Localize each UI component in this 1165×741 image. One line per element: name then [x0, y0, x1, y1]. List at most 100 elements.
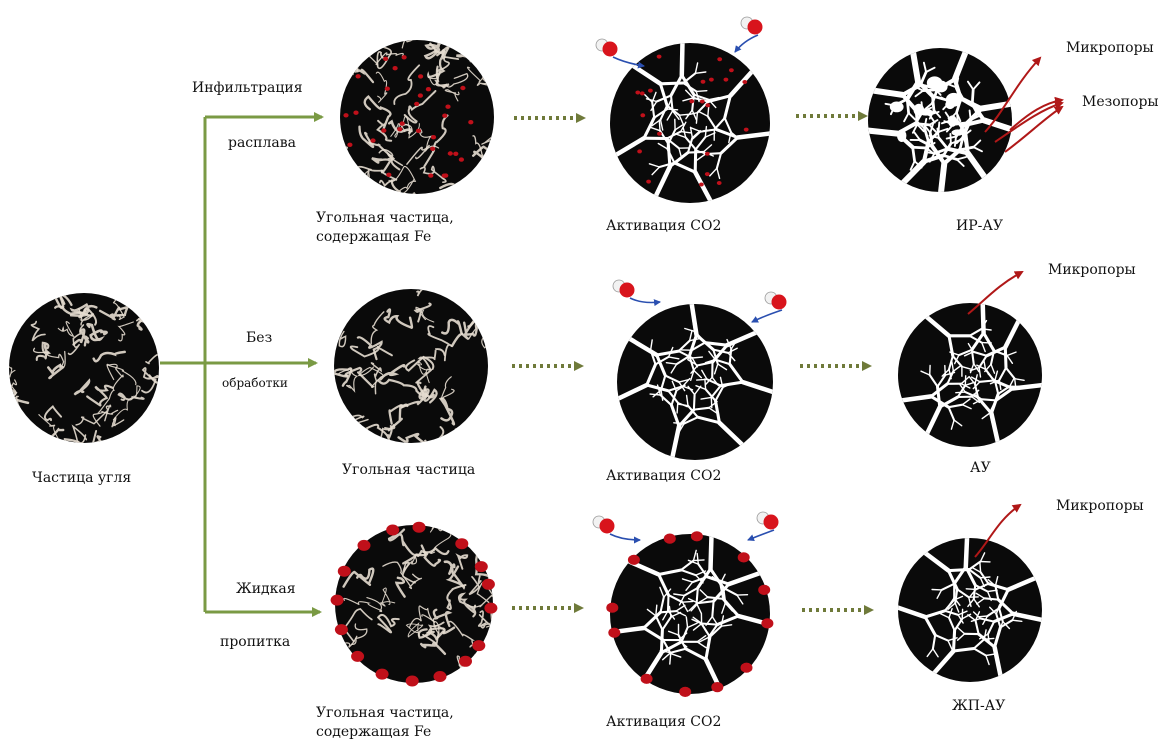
iron-particle — [397, 127, 402, 131]
iron-particle — [430, 147, 435, 151]
molecule-row1-right — [735, 17, 763, 52]
iron-particle — [442, 174, 447, 178]
iron-particle — [758, 585, 770, 595]
iron-particle — [709, 78, 714, 82]
iron-particle — [400, 121, 405, 125]
label-plain-particle: Угольная частица — [342, 462, 475, 479]
iron-particle — [482, 579, 495, 590]
fe-coal-particle-liquid — [331, 516, 514, 717]
label-activation-2: Активация СО2 — [606, 468, 721, 485]
iron-particle — [738, 552, 750, 562]
iron-particle — [448, 151, 453, 155]
iron-particle — [701, 80, 706, 84]
iron-particle — [414, 102, 419, 106]
iron-particle — [648, 89, 653, 93]
iron-particle — [445, 105, 450, 109]
iron-particle — [724, 78, 729, 82]
activated-particle-infiltration — [610, 42, 771, 203]
label-activation-1: Активация СО2 — [606, 218, 721, 235]
label-product-2: АУ — [970, 460, 991, 477]
iron-particle — [413, 522, 426, 533]
coal-particle-untreated — [314, 256, 503, 484]
particles — [1, 32, 1043, 717]
iron-particle — [347, 143, 352, 147]
iron-particle — [393, 66, 398, 70]
iron-particle — [434, 671, 447, 682]
iron-particle — [381, 128, 386, 132]
iron-particle — [376, 669, 389, 680]
iron-particle — [356, 74, 361, 78]
label-none-2: обработки — [222, 375, 288, 392]
iron-particle — [691, 531, 703, 541]
label-mesopores-1: Мезопоры — [1082, 94, 1159, 111]
molecule-row3-right — [748, 512, 779, 540]
activated-particle-untreated — [617, 303, 774, 461]
iron-particle — [331, 595, 344, 606]
molecule-row1-left — [596, 39, 644, 66]
iron-particle — [744, 128, 749, 132]
iron-particle — [717, 57, 722, 61]
molecule-row2-left — [613, 280, 660, 303]
iron-particle — [717, 181, 722, 185]
iron-particle — [338, 566, 351, 577]
iron-particle — [664, 534, 676, 544]
iron-particle — [431, 135, 436, 139]
iron-particle — [705, 172, 710, 176]
iron-particle — [635, 91, 640, 95]
label-liquid-2: пропитка — [220, 634, 290, 651]
iron-particle — [711, 682, 723, 692]
label-raw-particle: Частица угля — [32, 470, 131, 487]
iron-particle — [657, 132, 662, 136]
iron-particle — [637, 149, 642, 153]
iron-particle — [459, 157, 464, 161]
label-infiltration-2: расплава — [228, 135, 296, 152]
iron-particle — [729, 68, 734, 72]
iron-particle — [741, 663, 753, 673]
iron-particle — [455, 538, 468, 549]
iron-particle — [679, 687, 691, 697]
molecule-row3-left — [593, 516, 640, 540]
label-liquid-1: Жидкая — [236, 581, 296, 598]
label-product-3: ЖП-АУ — [952, 698, 1005, 715]
iron-particle — [640, 91, 645, 95]
molecule-row2-right — [752, 292, 787, 322]
iron-particle — [335, 624, 348, 635]
iron-particle — [418, 93, 423, 97]
iron-particle — [646, 180, 651, 184]
iron-particle — [761, 618, 773, 628]
iron-particle — [705, 103, 710, 107]
branch-lines — [160, 117, 322, 612]
label-infiltration-1: Инфильтрация — [192, 80, 303, 97]
product-particle-au — [898, 303, 1043, 447]
iron-particle — [472, 640, 485, 651]
iron-particle — [657, 55, 662, 59]
iron-particle — [742, 80, 747, 84]
iron-particle — [459, 656, 472, 667]
iron-particle — [426, 87, 431, 91]
iron-particle — [386, 525, 399, 536]
fe-coal-particle-infiltration — [319, 32, 511, 207]
iron-particle — [386, 173, 391, 177]
iron-particle — [628, 555, 640, 565]
label-micropores-2: Микропоры — [1048, 262, 1136, 279]
iron-particle — [418, 74, 423, 78]
iron-particle — [343, 113, 348, 117]
raw-coal-particle — [1, 262, 185, 455]
iron-particle — [640, 113, 645, 117]
iron-particle — [700, 100, 705, 104]
iron-particle — [453, 152, 458, 156]
iron-particle — [358, 540, 371, 551]
label-none-1: Без — [246, 330, 272, 347]
iron-particle — [353, 111, 358, 115]
iron-particle — [406, 676, 419, 687]
iron-particle — [475, 561, 488, 572]
iron-particle — [606, 603, 618, 613]
iron-particle — [699, 183, 704, 187]
label-product-1: ИР-АУ — [956, 218, 1003, 235]
iron-particle — [468, 120, 473, 124]
label-fe-particle-1-top: Угольная частица, — [316, 210, 454, 227]
iron-particle — [484, 603, 497, 614]
iron-particle — [351, 651, 364, 662]
